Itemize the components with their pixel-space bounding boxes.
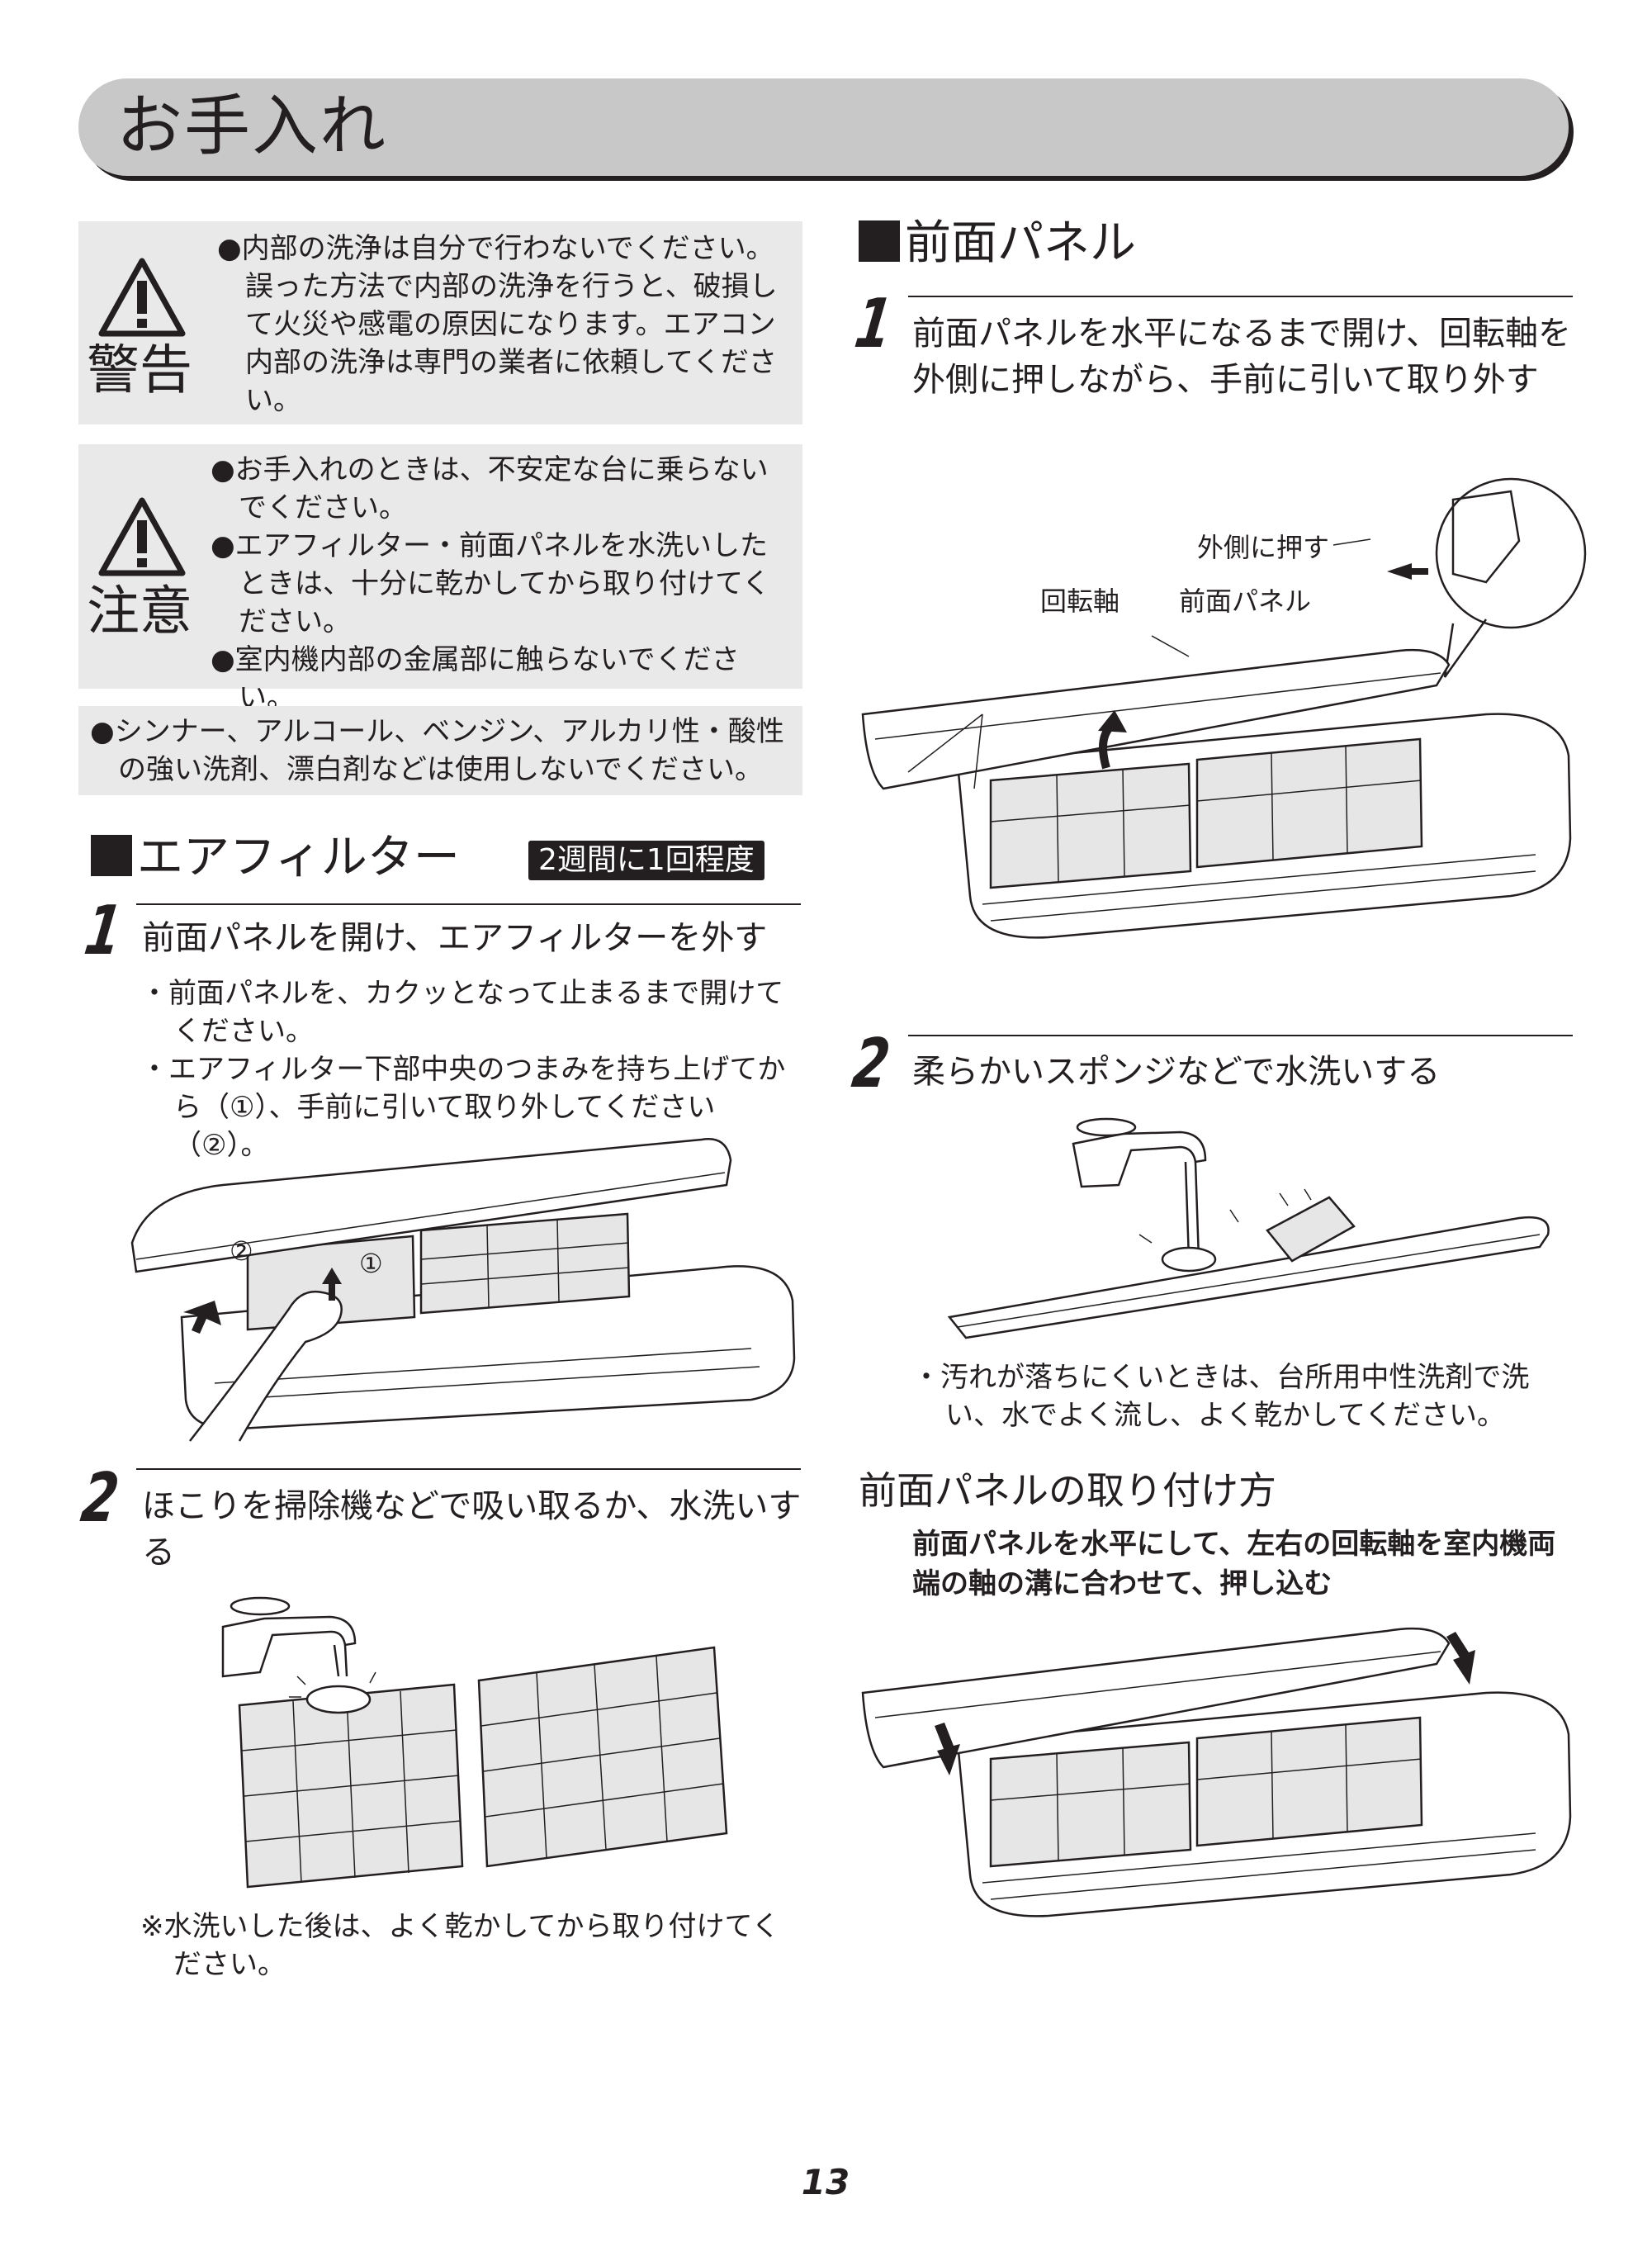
attach-instruction: 前面パネルを水平にして、左右の回転軸を室内機両端の軸の溝に合わせて、押し込む [912, 1528, 1556, 1600]
air-filter-section-title: エアフィルター [91, 831, 460, 885]
caution-item: ●室内機内部の金属部に触らないでください。 [211, 643, 740, 714]
front-panel-rule [908, 296, 1573, 297]
page-header: お手入れ [78, 78, 1569, 176]
front-panel-step-2-notes: ・汚れが落ちにくいときは、台所用中性洗剤で洗い、水でよく流し、よく乾かしてくださ… [912, 1361, 1530, 1432]
air-filter-step-1-text: 前面パネルを開け、エアフィルターを外す [142, 919, 768, 957]
caution-item: ●お手入れのときは、不安定な台に乗らないでください。 [211, 453, 769, 524]
warning-item: ●内部の洗浄は自分で行わないでください。誤った方法で内部の洗浄を行うと、破損して… [217, 232, 778, 417]
front-panel-step-2-number: 2 [848, 1025, 895, 1103]
section-square-icon [91, 835, 132, 876]
callout-rotation-shaft: 回転軸 [1040, 585, 1120, 617]
frequency-badge: 2週間に1回程度 [528, 841, 764, 880]
panel-removal-illustration [861, 477, 1587, 939]
front-panel-step-1-number: 1 [850, 285, 897, 363]
air-filter-step-2-number: 2 [77, 1459, 124, 1538]
filter-removal-illustration [130, 1138, 796, 1442]
air-filter-step-1-notes: ・前面パネルを、カクッとなって止まるまで開けてください。 ・エアフィルター下部中… [140, 977, 786, 1162]
warning-box: 警告 ●内部の洗浄は自分で行わないでください。誤った方法で内部の洗浄を行うと、破… [78, 221, 802, 424]
page-title: お手入れ [116, 88, 387, 164]
caution-label: 注意 [87, 581, 192, 642]
front-panel-step-1-text: 前面パネルを水平になるまで開け、回転軸を外側に押しながら、手前に引いて取り外す [912, 315, 1571, 399]
filter-washing-illustration [221, 1596, 728, 1889]
front-panel-step-2-rule [908, 1035, 1573, 1036]
air-filter-rule [136, 903, 801, 905]
warning-text: ●内部の洗浄は自分で行わないでください。誤った方法で内部の洗浄を行うと、破損して… [217, 230, 787, 419]
section-square-icon [859, 220, 900, 262]
caution-item: ●エアフィルター・前面パネルを水洗いしたときは、十分に乾かしてから取り付けてくだ… [211, 529, 770, 638]
front-panel-step-2-text: 柔らかいスポンジなどで水洗いする [912, 1053, 1441, 1091]
caution-box: 注意 ●お手入れのときは、不安定な台に乗らないでください。 ●エアフィルター・前… [78, 444, 802, 714]
air-filter-step-2-footnote: ※水洗いした後は、よく乾かしてから取り付けてください。 [140, 1910, 780, 1981]
caution-text: ●お手入れのときは、不安定な台に乗らないでください。 ●エアフィルター・前面パネ… [211, 451, 788, 717]
air-filter-step-1-number: 1 [80, 892, 127, 970]
caution-triangle-icon [98, 497, 186, 576]
callout-front-panel: 前面パネル [1179, 585, 1312, 617]
page-number: 13 [801, 2162, 850, 2202]
air-filter-step-2-rule [136, 1468, 801, 1470]
general-note-box: ●シンナー、アルコール、ベンジン、アルカリ性・酸性の強い洗剤、漂白剤などは使用し… [78, 706, 802, 795]
figure-label-1: ① [359, 1248, 383, 1279]
figure-label-2: ② [230, 1235, 253, 1267]
callout-push-outward: 外側に押す [1197, 532, 1330, 563]
warning-label: 警告 [87, 340, 192, 401]
panel-attach-illustration [861, 1627, 1572, 1917]
panel-washing-illustration [947, 1117, 1550, 1339]
general-note-text: ●シンナー、アルコール、ベンジン、アルカリ性・酸性の強い洗剤、漂白剤などは使用し… [90, 715, 784, 786]
air-filter-step-2-text: ほこりを掃除機などで吸い取るか、水洗いする [142, 1487, 802, 1571]
warning-triangle-icon [98, 258, 186, 337]
front-panel-section-title: 前面パネル [859, 216, 1136, 271]
attach-heading: 前面パネルの取り付け方 [859, 1468, 1276, 1513]
